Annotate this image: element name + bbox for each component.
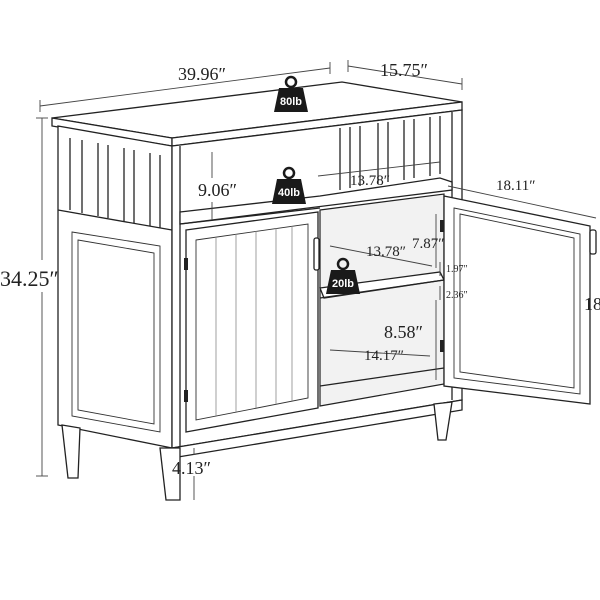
- dimension-labels: 39.96″ 15.75″ 34.25″ 9.06″ 13.78″ 18.11″…: [0, 60, 600, 478]
- left-door: [185, 211, 319, 433]
- door-width-label: 18.11″: [496, 178, 535, 194]
- cabinet-interior: [319, 193, 445, 407]
- hinge-left-bottom: [184, 390, 188, 402]
- depth-label: 15.75″: [380, 60, 428, 80]
- leg-back-left: [61, 424, 81, 479]
- weight-icon-top: 80lb: [274, 75, 308, 112]
- left-slats: [57, 138, 173, 231]
- shelf-offset-a-label: 1.97″: [446, 264, 468, 275]
- hinge-right-top: [440, 220, 444, 232]
- back-slats: [339, 116, 441, 190]
- left-side-inset: [71, 231, 161, 433]
- dimension-lines: [36, 60, 597, 500]
- weight-label-shelf: 20lb: [332, 278, 354, 290]
- cabinet-drawing: [51, 81, 597, 501]
- door-height-label: 18: [584, 294, 600, 314]
- weight-label-middle: 40lb: [278, 187, 300, 199]
- inner-gap-label: 7.87″: [412, 236, 445, 252]
- left-door-inset: [195, 223, 309, 421]
- weight-icon-shelf: 20lb: [326, 257, 360, 294]
- hinge-right-bottom: [440, 340, 444, 352]
- left-side-panel: [57, 125, 173, 449]
- right-door-inset-inner: [459, 213, 575, 389]
- weight-icon-middle: 40lb: [272, 166, 306, 204]
- weight-label-top: 80lb: [280, 96, 302, 108]
- left-door-handle: [313, 237, 320, 271]
- shelf-offset-b-label: 2.36″: [446, 290, 468, 301]
- hinge-left-top: [184, 258, 188, 270]
- upper-shelf-height-label: 9.06″: [198, 180, 237, 200]
- leg-front-left: [159, 447, 181, 501]
- height-label: 34.25″: [0, 266, 59, 291]
- upper-shelf-width-label: 13.78″: [350, 173, 390, 189]
- left-side-inset-inner: [77, 239, 155, 425]
- right-door: [443, 195, 591, 405]
- width-label: 39.96″: [178, 64, 226, 84]
- lower-gap-label: 8.58″: [384, 322, 423, 342]
- left-door-grooves: [215, 226, 293, 416]
- leg-height-label: 4.13″: [172, 458, 211, 478]
- inner-shelf-width-label: 13.78″: [366, 244, 406, 260]
- bottom-width-label: 14.17″: [364, 348, 404, 364]
- leg-front-right: [433, 401, 453, 441]
- right-door-handle: [589, 229, 597, 255]
- right-door-inset: [453, 207, 581, 395]
